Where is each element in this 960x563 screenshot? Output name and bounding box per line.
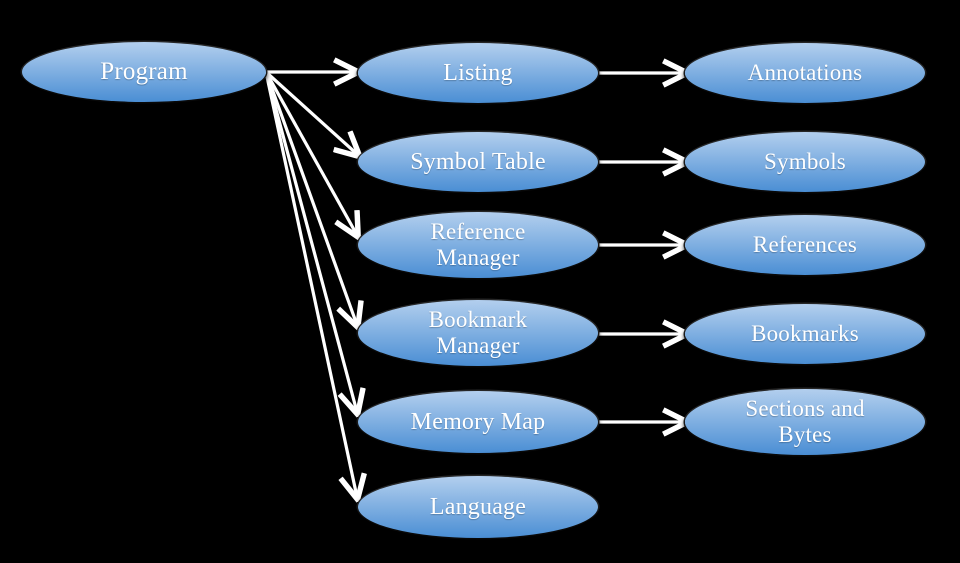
edge-program-to-language	[264, 71, 357, 497]
node-annotations[interactable]: Annotations	[685, 43, 925, 103]
edge-program-to-bookmark-manager	[264, 71, 357, 325]
edge-program-to-reference-manager	[264, 71, 357, 235]
node-label-symbols: Symbols	[764, 149, 846, 175]
edge-program-to-memory-map	[264, 71, 357, 412]
node-label-annotations: Annotations	[747, 60, 863, 86]
node-program[interactable]: Program	[22, 42, 266, 102]
node-label-symbol-table: Symbol Table	[410, 148, 546, 175]
edge-program-to-symbol-table	[264, 70, 358, 155]
node-memory-map[interactable]: Memory Map	[358, 391, 598, 453]
node-label-line: Manager	[436, 245, 520, 270]
node-label-program: Program	[100, 58, 188, 85]
node-symbol-table[interactable]: Symbol Table	[358, 132, 598, 192]
node-listing[interactable]: Listing	[358, 43, 598, 103]
node-label-references: References	[752, 232, 858, 258]
node-label-line: Bookmark	[428, 306, 528, 332]
node-label-line: Bytes	[778, 422, 832, 447]
node-references[interactable]: References	[685, 215, 925, 275]
node-symbols[interactable]: Symbols	[685, 132, 925, 192]
node-language[interactable]: Language	[358, 476, 598, 538]
node-label-line: Manager	[436, 333, 520, 358]
node-label-language: Language	[429, 493, 527, 520]
node-label-memory-map: Memory Map	[410, 408, 546, 435]
node-label-bookmarks: Bookmarks	[751, 321, 859, 347]
node-label-line: Sections and	[745, 395, 865, 421]
node-label-line: Reference	[430, 218, 526, 244]
node-label-listing: Listing	[443, 59, 513, 86]
node-bookmarks[interactable]: Bookmarks	[685, 304, 925, 364]
